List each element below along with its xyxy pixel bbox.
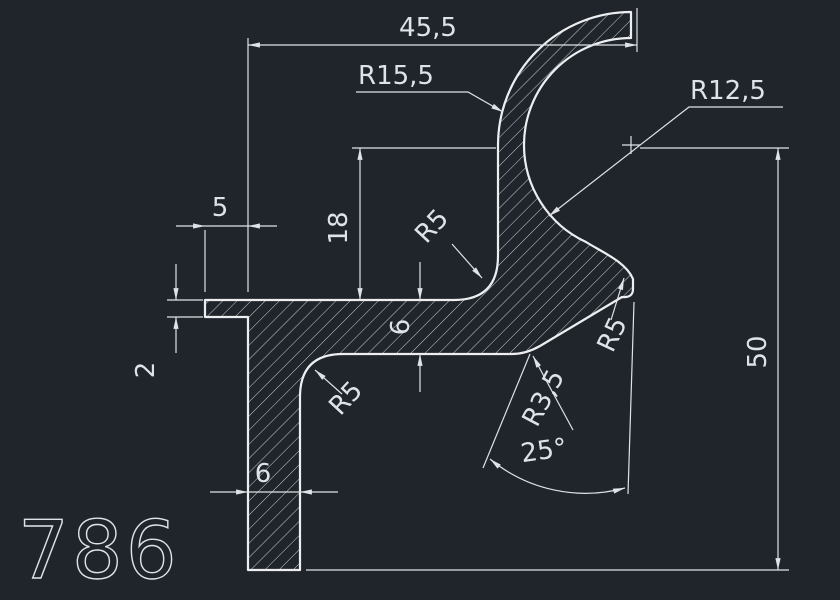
- dimension-hook-outer-radius: R15,5: [356, 61, 504, 113]
- dimension-label: 45,5: [399, 13, 457, 43]
- extension-line: [482, 353, 531, 469]
- profile-cross-section: [203, 10, 635, 572]
- dimension-lobe-angle: 25°: [482, 301, 635, 495]
- dimension-label: 6: [386, 319, 416, 336]
- dimension-label: 2: [131, 362, 161, 379]
- radius-label: R5: [409, 204, 455, 250]
- radius-label: R3,5: [517, 365, 571, 432]
- leader-line: [451, 243, 483, 279]
- dimension-overall-height: 50: [306, 147, 789, 571]
- radius-label: R15,5: [358, 61, 434, 91]
- leader-line: [356, 91, 504, 113]
- dimension-web-thickness: 6: [386, 262, 423, 392]
- dimension-overall-width: 45,5: [247, 8, 638, 292]
- part-number: 786: [18, 504, 180, 597]
- dimension-tab-thickness: 2: [131, 264, 203, 378]
- leader-line: [314, 369, 343, 395]
- dimension-tab-length: 5: [176, 193, 277, 292]
- radius-label: R12,5: [690, 76, 766, 106]
- radius-label: R5: [592, 313, 634, 357]
- dimension-label: 5: [212, 193, 229, 223]
- angle-arc: [489, 458, 626, 494]
- leader-line: [548, 106, 783, 217]
- radius-label: R5: [323, 376, 369, 422]
- dimension-label: 50: [743, 335, 773, 368]
- dimension-hook-inner-radius: R12,5: [548, 76, 783, 217]
- angle-label: 25°: [519, 433, 569, 469]
- dimension-small-fillet: R3,5: [517, 355, 574, 432]
- leader-line: [532, 355, 574, 431]
- dimension-label: 6: [255, 459, 272, 489]
- extension-line: [627, 301, 635, 495]
- dimension-leg-fillet: R5: [314, 369, 369, 422]
- leader-line: [610, 277, 625, 321]
- dimension-center-to-web: 18: [324, 147, 496, 300]
- dimension-label: 18: [324, 211, 354, 244]
- dimension-leg-width: 6: [210, 459, 338, 495]
